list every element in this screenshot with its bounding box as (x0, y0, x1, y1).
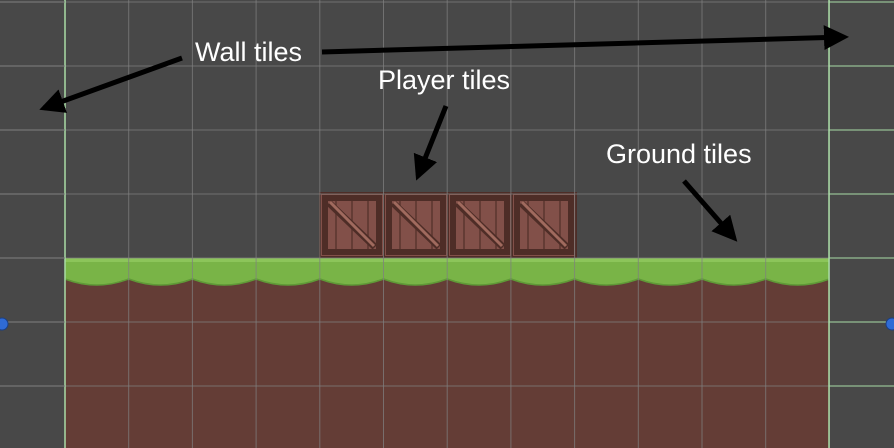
crate-frame-left (386, 195, 392, 255)
grass-scallop-edge (192, 278, 257, 286)
wall-arrow-right (321, 25, 849, 55)
crate-frame-bottom (514, 249, 574, 255)
player-crate (383, 192, 449, 258)
left-resize-handle[interactable] (0, 317, 9, 331)
ground-tiles-label: Ground tiles (606, 139, 752, 169)
grass-scallop-edge (765, 278, 830, 286)
crate-frame-bottom (450, 249, 510, 255)
grass-scallop-edge (701, 278, 766, 286)
player-crate (319, 192, 385, 258)
right-resize-handle[interactable] (885, 317, 894, 331)
crate-brace (328, 200, 376, 248)
player-crate (447, 192, 513, 258)
crate-frame-right (504, 195, 510, 255)
ground-arrow (682, 179, 738, 242)
crate-brace (520, 200, 568, 248)
crate-frame-top (514, 195, 574, 201)
wall-arrow-left (39, 55, 183, 113)
grass-scallop-edge (128, 278, 193, 286)
crate-frame-top (386, 195, 446, 201)
wall-tiles-label: Wall tiles (195, 37, 303, 67)
player-arrow (413, 105, 449, 181)
grass-scallop-edge (574, 278, 639, 286)
crate-frame-right (568, 195, 574, 255)
crate-brace (456, 200, 504, 248)
crate-brace (392, 200, 440, 248)
crate-frame-top (450, 195, 510, 201)
crate-frame-left (450, 195, 456, 255)
grass-scallop-edge (64, 278, 129, 286)
crate-frame-top (322, 195, 382, 201)
player-tiles[interactable] (319, 192, 577, 258)
grass-scallop-edge (446, 278, 512, 286)
player-tiles-label: Player tiles (378, 65, 511, 95)
player-crate (511, 192, 577, 258)
crate-frame-left (322, 195, 328, 255)
crate-frame-bottom (386, 249, 446, 255)
grass-scallop-edge (255, 278, 321, 286)
crate-frame-bottom (322, 249, 382, 255)
crate-frame-left (514, 195, 520, 255)
grass-scallop-edge (510, 278, 575, 286)
grass-scallop-edge (319, 278, 384, 286)
grass-scallop-edge (383, 278, 448, 286)
crate-frame-right (376, 195, 382, 255)
crate-frame-right (440, 195, 446, 255)
grass-scallop-edge (638, 278, 703, 286)
